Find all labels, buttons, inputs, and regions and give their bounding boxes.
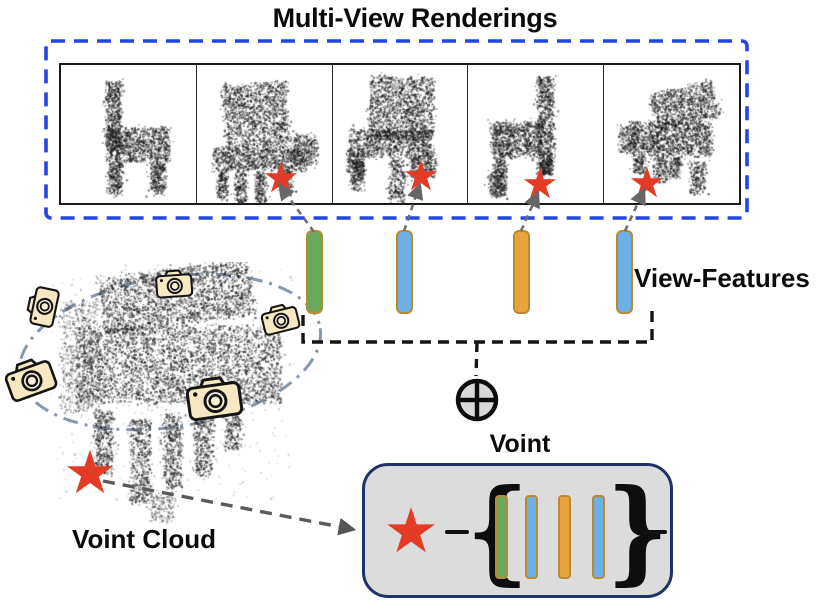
aggregation-oplus-icon [454,377,500,423]
projected-star-marker: ★ [519,161,561,207]
voint-set-box: ★ { } [362,463,673,598]
camera-icon [154,268,194,300]
voint-feature-bar-3 [558,495,571,579]
rendering-panel-5 [604,65,739,203]
voint-label: Voint [468,430,572,459]
connector-line [643,530,667,534]
projected-star-marker: ★ [626,160,668,206]
voint-star-marker: ★ [377,498,445,564]
voint-cloud-label: Voint Cloud [38,524,250,555]
camera-icon [183,372,244,422]
view-feature-bar-2 [396,230,413,314]
rendering-panel-1 [61,65,197,203]
projected-star-marker: ★ [400,153,442,199]
view-feature-bar-3 [513,230,530,314]
view-feature-bar-4 [616,230,633,314]
voint-feature-bar-1 [495,495,508,579]
connector-line [445,530,469,534]
voint-feature-bar-2 [525,495,538,579]
feature-bracket [303,307,652,342]
view-feature-bar-1 [306,230,323,314]
voint-cloud-star-marker: ★ [58,441,122,505]
bracket-to-oplus [476,343,477,376]
view-features-label: View-Features [634,263,820,294]
projected-star-marker: ★ [260,155,302,201]
figure-title: Multi-View Renderings [60,3,770,34]
voint-feature-bar-4 [592,495,605,579]
brace-right: } [607,474,647,595]
